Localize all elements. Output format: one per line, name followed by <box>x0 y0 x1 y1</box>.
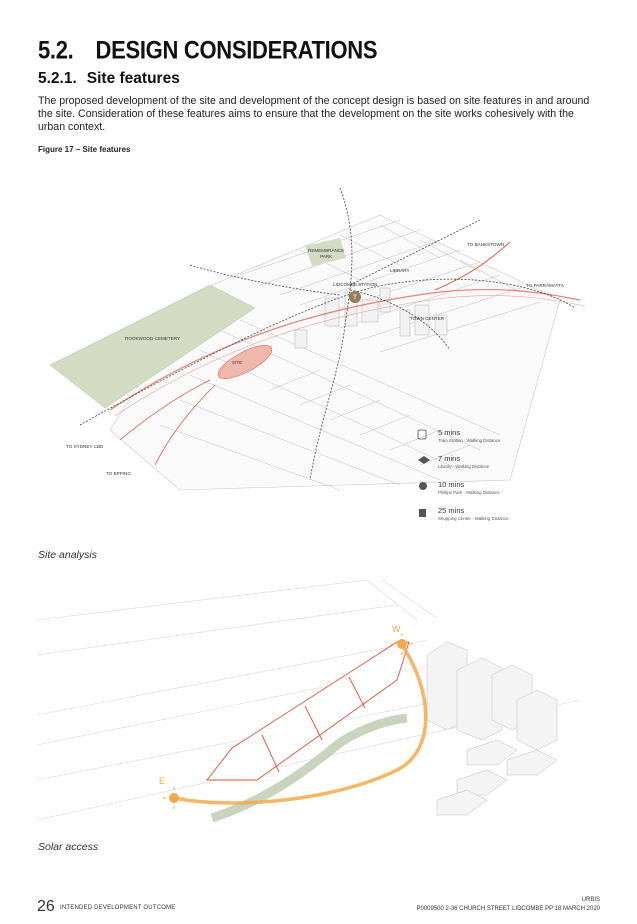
label-remembrance: REMEMBRANCE <box>308 248 344 253</box>
sun-west-icon <box>391 633 413 655</box>
legend-item: 10 mins Phillips Park - Walking Distance <box>419 480 500 495</box>
map2-caption: Solar access <box>38 841 99 853</box>
station-marker-icon <box>349 291 361 303</box>
legend-item: 7 mins Library - Walking Distance <box>418 454 490 469</box>
legend-desc: Library - Walking Distance <box>438 464 490 469</box>
urban-fabric <box>109 214 561 491</box>
figure-caption: Figure 17 – Site features <box>38 145 131 154</box>
label-west: W <box>392 624 401 634</box>
graduation-cap-icon <box>418 456 430 464</box>
surrounding-buildings <box>426 641 558 816</box>
section-title: DESIGN CONSIDERATIONS <box>95 36 378 64</box>
legend-time: 25 mins <box>438 506 465 515</box>
label-east: E <box>159 776 165 786</box>
legend-time: 7 mins <box>438 454 460 463</box>
footer-brand: URBIS <box>581 897 600 903</box>
label-to-epping: TO EPPING <box>106 471 131 476</box>
label-rookwood: ROOKWOOD CEMETERY <box>125 336 180 341</box>
map1-caption: Site analysis <box>38 549 97 561</box>
legend-time: 5 mins <box>438 428 460 437</box>
subsection-number: 5.2.1. <box>38 70 77 87</box>
legend-time: 10 mins <box>438 480 465 489</box>
page-number: 26 <box>37 898 55 915</box>
footer-section-title: INTENDED DEVELOPMENT OUTCOME <box>60 905 176 911</box>
road-lines <box>37 580 580 821</box>
legend: 5 mins Train Station - Walking Distance … <box>417 428 509 521</box>
solar-access-map: W E <box>37 580 580 832</box>
section-heading: 5.2. DESIGN CONSIDERATIONS <box>38 36 378 65</box>
train-icon <box>417 429 427 440</box>
label-to-sydney-cbd: TO SYDNEY CBD <box>66 444 104 449</box>
sun-path <box>173 644 428 805</box>
site-area <box>217 345 273 379</box>
sun-east-icon <box>163 787 185 809</box>
label-park: PARK <box>320 254 333 259</box>
legend-item: 25 mins Shopping Center - Walking Distan… <box>419 506 509 521</box>
walking-routes <box>79 187 576 481</box>
remembrance-park-area <box>305 238 346 266</box>
site-blocks <box>206 641 410 781</box>
intro-paragraph: The proposed development of the site and… <box>38 95 590 133</box>
shopping-bag-icon <box>419 509 426 517</box>
rail-corridor <box>109 288 581 411</box>
station-marker-label: T <box>353 295 358 302</box>
legend-desc: Shopping Center - Walking Distance <box>438 516 509 521</box>
tree-icon <box>419 482 427 490</box>
section-number: 5.2. <box>38 36 74 64</box>
label-to-bankstown: TO BANKSTOWN <box>467 242 504 247</box>
label-town-center: TOWN CENTER <box>410 316 445 321</box>
site-analysis-map: T REMEMBRANCE PARK TO BANKSTOWN TO PARRA… <box>49 187 586 521</box>
footer-project-reference: P0009500 2-36 CHURCH STREET LIDCOMBE PP … <box>416 906 600 912</box>
subsection-heading: 5.2.1. Site features <box>38 70 180 88</box>
legend-desc: Train Station - Walking Distance <box>438 438 501 443</box>
subsection-title: Site features <box>86 70 180 87</box>
label-lidcombe-station: LIDCOMBE STATION <box>333 282 378 287</box>
label-library: LIBRARY <box>390 268 410 273</box>
legend-item: 5 mins Train Station - Walking Distance <box>417 428 501 443</box>
rookwood-cemetery-area <box>49 284 256 409</box>
label-site: SITE <box>232 360 242 365</box>
legend-desc: Phillips Park - Walking Distance <box>438 490 500 495</box>
label-to-parramatta: TO PARRAMATTA <box>526 283 565 288</box>
